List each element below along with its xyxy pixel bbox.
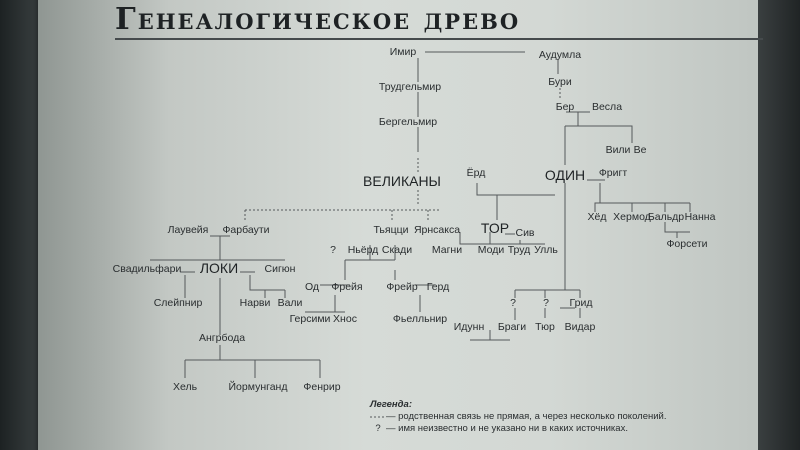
name-niord: Ньёрд bbox=[348, 244, 379, 256]
name-imir: Имир bbox=[390, 46, 417, 58]
name-hel: Хель bbox=[173, 381, 198, 393]
name-buri: Бури bbox=[548, 76, 572, 88]
name-vidar: Видар bbox=[565, 321, 596, 333]
name-freia: Фрейя bbox=[331, 281, 362, 293]
name-tiur: Тюр bbox=[535, 321, 555, 333]
name-siv: Сив bbox=[515, 227, 534, 239]
name-gerd: Герд bbox=[427, 281, 450, 293]
legend-question-key: ? bbox=[375, 423, 381, 434]
dotted-line-key bbox=[370, 411, 386, 423]
name-narvi: Нарви bbox=[240, 297, 271, 309]
name-jord: Ёрд bbox=[467, 167, 486, 179]
name-laufeia: Лаувейя bbox=[168, 224, 209, 236]
name-hermod: Хермод bbox=[613, 211, 651, 223]
tree-lines bbox=[150, 51, 691, 378]
tree-labels: Имир Аудумла Трудгельмир Бури Бергельмир… bbox=[113, 46, 716, 393]
name-frigg: Фригт bbox=[599, 167, 628, 179]
title-rule bbox=[115, 38, 763, 40]
legend-question-row: ? — имя неизвестно и не указано ни в каки… bbox=[370, 423, 666, 435]
name-ull: Улль bbox=[534, 244, 558, 256]
name-svadilfari: Свадильфари bbox=[113, 263, 182, 275]
name-baldr: Бальдр bbox=[648, 211, 684, 223]
book-binding bbox=[758, 0, 800, 450]
name-magni: Магни bbox=[432, 244, 462, 256]
name-odin: ОДИН bbox=[545, 167, 585, 183]
name-trud: Труд bbox=[508, 244, 531, 256]
name-freir: Фрейр bbox=[386, 281, 418, 293]
name-iarnsaksa: Ярнсакса bbox=[414, 224, 460, 236]
name-fielnir: Фьелльнир bbox=[393, 313, 447, 325]
name-gersimi: Герсими bbox=[290, 313, 331, 325]
name-iormungand: Йормунганд bbox=[229, 380, 288, 393]
name-od: Од bbox=[305, 281, 319, 293]
name-hed: Хёд bbox=[588, 211, 607, 223]
name-audumla: Аудумла bbox=[539, 49, 581, 61]
name-grid: Грид bbox=[570, 297, 593, 309]
name-unknown-1: ? bbox=[330, 244, 336, 256]
page-title: Генеалогическое древо bbox=[115, 2, 521, 37]
name-loki: ЛОКИ bbox=[200, 260, 238, 276]
name-trudgelmir: Трудгельмир bbox=[379, 81, 441, 93]
legend-title: Легенда: bbox=[370, 399, 412, 410]
legend-dotted-text: — родственная связь не прямая, а через н… bbox=[386, 411, 667, 422]
name-sleipnir: Слейпнир bbox=[154, 297, 203, 309]
name-besla: Весла bbox=[592, 101, 622, 113]
legend-question-text: — имя неизвестно и не указано ни в каких… bbox=[386, 423, 628, 434]
name-giants: ВЕЛИКАНЫ bbox=[363, 173, 441, 189]
name-hnos: Хнос bbox=[333, 313, 357, 325]
name-tiatsi: Тьяцци bbox=[373, 224, 408, 236]
name-unknown-3: ? bbox=[543, 297, 549, 309]
name-tor: ТОР bbox=[481, 220, 509, 236]
name-vili: Вили bbox=[606, 144, 631, 156]
name-vali: Вали bbox=[278, 297, 303, 309]
name-angrboda: Ангрбода bbox=[199, 332, 245, 344]
name-sigun: Сигюн bbox=[265, 263, 296, 275]
left-shadow bbox=[0, 0, 42, 450]
paper-page bbox=[38, 0, 766, 450]
name-ve: Ве bbox=[634, 144, 647, 156]
name-unknown-2: ? bbox=[510, 297, 516, 309]
legend-dotted-row: — родственная связь не прямая, а через н… bbox=[370, 411, 666, 423]
name-bergelmir: Бергельмир bbox=[379, 116, 437, 128]
name-ber: Бер bbox=[556, 101, 575, 113]
name-farbauti: Фарбаути bbox=[222, 224, 269, 236]
name-forseti: Форсети bbox=[666, 238, 707, 250]
legend: Легенда: — родственная связь не прямая, … bbox=[370, 399, 666, 435]
name-skadi: Скади bbox=[382, 244, 412, 256]
name-iduni: Идунн bbox=[454, 321, 485, 333]
name-bragi: Браги bbox=[498, 321, 526, 333]
name-nanna: Нанна bbox=[685, 211, 716, 223]
name-fenrir: Фенрир bbox=[303, 381, 340, 393]
name-modi: Моди bbox=[478, 244, 505, 256]
